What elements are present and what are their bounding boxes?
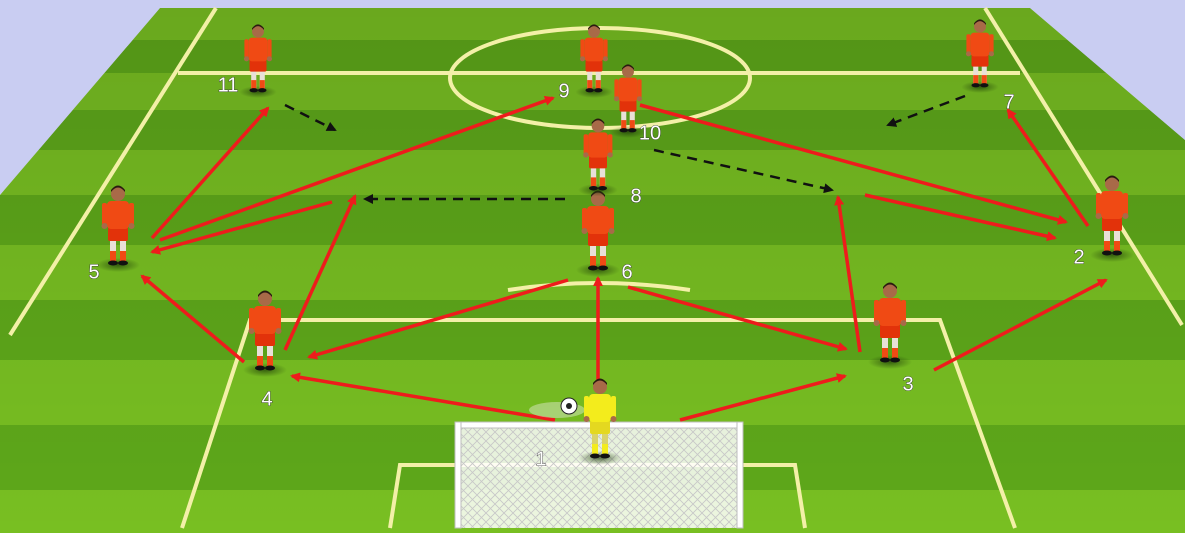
pass-arrow-1 <box>283 194 357 351</box>
player-2 <box>1090 175 1134 262</box>
run-arrows <box>284 94 966 204</box>
player-number-1: 1 <box>535 448 546 470</box>
pass-arrow-3-to-2 <box>933 278 1108 372</box>
player-number-5: 5 <box>88 261 99 283</box>
pass-arrow-5-to-11 <box>150 106 270 240</box>
player-number-7: 7 <box>1003 91 1014 113</box>
player-7 <box>961 19 999 93</box>
pass-arrow-5-to-9 <box>159 96 555 242</box>
player-number-6: 6 <box>621 261 632 283</box>
player-8 <box>578 118 618 197</box>
run-arrow-player-11 <box>284 103 337 132</box>
left-touchline <box>8 6 218 337</box>
pass-arrow-3 <box>150 200 333 255</box>
pass-arrow-4 <box>864 193 1057 242</box>
pass-arrow-2 <box>834 195 862 353</box>
player-number-2: 2 <box>1073 246 1084 268</box>
run-arrow-player-7 <box>886 94 966 127</box>
pass-arrow-1-to-4 <box>290 372 556 422</box>
goal <box>454 421 744 529</box>
player-11 <box>239 24 277 98</box>
player-10 <box>609 64 647 138</box>
player-3 <box>868 282 912 369</box>
player-number-9: 9 <box>558 80 569 102</box>
pass-arrow-1-to-3 <box>679 373 847 422</box>
player-1 <box>578 378 622 465</box>
player-5 <box>96 185 140 272</box>
player-number-10: 10 <box>639 122 661 144</box>
player-number-3: 3 <box>902 373 913 395</box>
right-touchline <box>983 6 1184 327</box>
pass-arrow-2-to-7 <box>1006 108 1090 227</box>
player-6 <box>576 190 620 277</box>
pass-arrows <box>140 96 1108 422</box>
ball <box>529 397 585 418</box>
player-number-11: 11 <box>218 74 239 96</box>
player-number-8: 8 <box>630 185 641 207</box>
player-4 <box>243 290 287 377</box>
penalty-box <box>180 318 1017 529</box>
pass-arrow-4-to-5 <box>140 274 246 364</box>
run-arrow-player-10 <box>653 148 834 194</box>
pass-arrow-6-to-3 <box>627 285 848 352</box>
pass-arrow-6-to-4 <box>307 278 569 360</box>
pass-arrow-10-to-2 <box>639 103 1068 225</box>
player-9 <box>575 24 613 98</box>
player-number-4: 4 <box>261 388 272 410</box>
